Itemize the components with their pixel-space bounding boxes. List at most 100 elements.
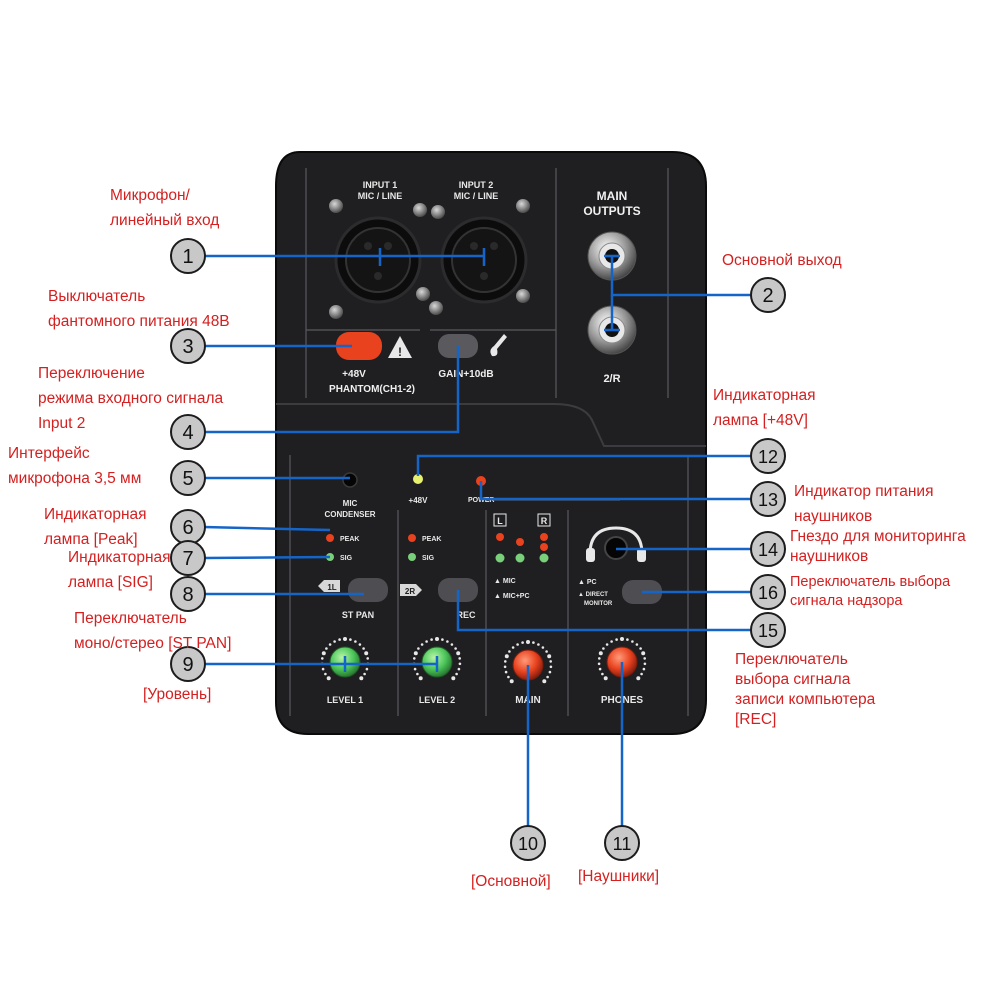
label-5-line-2: микрофона 3,5 мм <box>8 470 142 487</box>
label-15-line-3: записи компьютера <box>735 691 876 708</box>
callout-number: 8 <box>182 584 193 606</box>
label-4-line-3: Input 2 <box>38 415 86 432</box>
knob-tick-dot <box>349 638 352 641</box>
level-meter-leds <box>495 533 549 563</box>
mic-condenser-label: MIC <box>343 499 358 508</box>
knob-tick-dot <box>454 647 457 650</box>
callout-16: 16 <box>750 574 786 610</box>
knob-tick-dot <box>363 672 366 676</box>
input2-title: INPUT 2 <box>459 180 494 190</box>
knob-tick-dot <box>456 651 461 656</box>
phantom-label: PHANTOM(CH1-2) <box>329 384 415 395</box>
knob-tick-dot <box>326 676 331 681</box>
label-9-line-1: [Уровень] <box>143 686 212 703</box>
knob-tick-dot <box>364 651 369 656</box>
knob-tick-dot <box>521 641 524 644</box>
knob-tick-dot <box>504 660 507 663</box>
mon-direct-label-2: MONITOR <box>584 601 613 607</box>
knob-tick-dot <box>643 662 647 666</box>
knob-tick-dot <box>413 651 418 656</box>
callout-number: 3 <box>182 336 193 358</box>
callout-circle <box>170 414 206 450</box>
level1-text: LEVEL 1 <box>327 695 363 705</box>
label-3-line-2: фантомного питания 48В <box>48 313 230 330</box>
phantom-48v-button[interactable] <box>336 332 382 360</box>
label-3: Выключатель фантомного питания 48В <box>48 284 230 334</box>
knob-tick-dot <box>509 679 514 684</box>
rec-micpc-label: ▲ MIC+PC <box>494 593 530 600</box>
label-7-line-2: лампа [SIG] <box>68 574 153 591</box>
gain10-label: GAIN+10dB <box>438 369 493 380</box>
input1-combo-jack[interactable] <box>334 216 422 304</box>
input1-sub: MIC / LINE <box>358 191 403 201</box>
callout-number: 12 <box>758 447 778 467</box>
knob-tick-dot <box>542 679 547 684</box>
lamp-48v-label: +48V <box>409 496 429 505</box>
knob-tick-dot <box>615 638 618 641</box>
svg-text:2R: 2R <box>405 587 415 596</box>
knob-tick-dot <box>598 667 602 671</box>
knob-tick-dot <box>548 670 552 674</box>
label-15-line-1: Переключатель <box>735 651 848 668</box>
callout-3: 3 <box>170 328 206 364</box>
callout-circle <box>170 328 206 364</box>
label-15-line-2: выбора сигнала <box>735 671 851 688</box>
knob-tick-dot <box>640 672 643 676</box>
label-7-line-1: Индикаторная <box>68 549 171 566</box>
knob-tick-dot <box>546 675 549 679</box>
knob-tick-dot <box>507 675 510 679</box>
knob-tick-dot <box>508 650 511 653</box>
knob-tick-dot <box>598 657 601 660</box>
knob-tick-dot <box>504 654 509 659</box>
label-1: Микрофон/линейный вход <box>110 183 219 233</box>
mon-pc-label: ▲ PC <box>578 579 597 586</box>
knob-tick-dot <box>532 641 535 644</box>
callout-circle <box>170 460 206 496</box>
knob-tick-dot <box>359 676 364 681</box>
callout-number: 6 <box>182 517 193 539</box>
callout-8: 8 <box>170 576 206 612</box>
tag-1l: 1L <box>318 580 340 592</box>
callout-number: 2 <box>762 285 773 307</box>
knob-tick-dot <box>362 647 365 650</box>
mic-condenser-word-1: MIC <box>343 499 358 508</box>
label-3-line-1: Выключатель <box>48 288 146 305</box>
knob-tick-dot <box>430 638 433 641</box>
knob-tick-dot <box>338 638 341 641</box>
lamp-48v-text: +48V <box>409 496 429 505</box>
callout-number: 13 <box>758 490 778 510</box>
knob-tick-dot <box>631 640 634 643</box>
st-pan-switch[interactable] <box>348 578 388 602</box>
knob-tick-dot <box>458 662 462 666</box>
callout-10: 10 <box>510 825 546 861</box>
knob-tick-dot <box>635 643 639 646</box>
callout-circle <box>510 825 546 861</box>
callout-lines <box>203 248 752 826</box>
label-10-line-1: [Основной] <box>471 873 551 890</box>
label-5: Интерфейс микрофона 3,5 мм <box>8 441 141 491</box>
knob-tick-dot <box>626 638 629 641</box>
callout-circle <box>750 612 786 648</box>
mic-3-5mm-jack[interactable] <box>342 472 358 488</box>
knob-tick-dot <box>358 643 362 646</box>
ch2-sig-label: SIG <box>422 555 435 562</box>
knob-tick-dot <box>547 654 552 659</box>
phantom-text: PHANTOM(CH1-2) <box>329 384 415 395</box>
label-5-line-1: Интерфейс <box>8 445 90 462</box>
knob-tick-dot <box>458 657 462 660</box>
callout-number: 10 <box>518 834 538 854</box>
label-12-line-1: Индикаторная <box>713 387 816 404</box>
knob-tick-dot <box>636 676 641 681</box>
ch1-peak-label: PEAK <box>340 536 359 543</box>
tag-2r: 2R <box>400 584 422 596</box>
knob-tick-dot <box>425 640 428 643</box>
callout-number: 14 <box>758 540 778 560</box>
knob-tick-dot <box>504 670 508 674</box>
